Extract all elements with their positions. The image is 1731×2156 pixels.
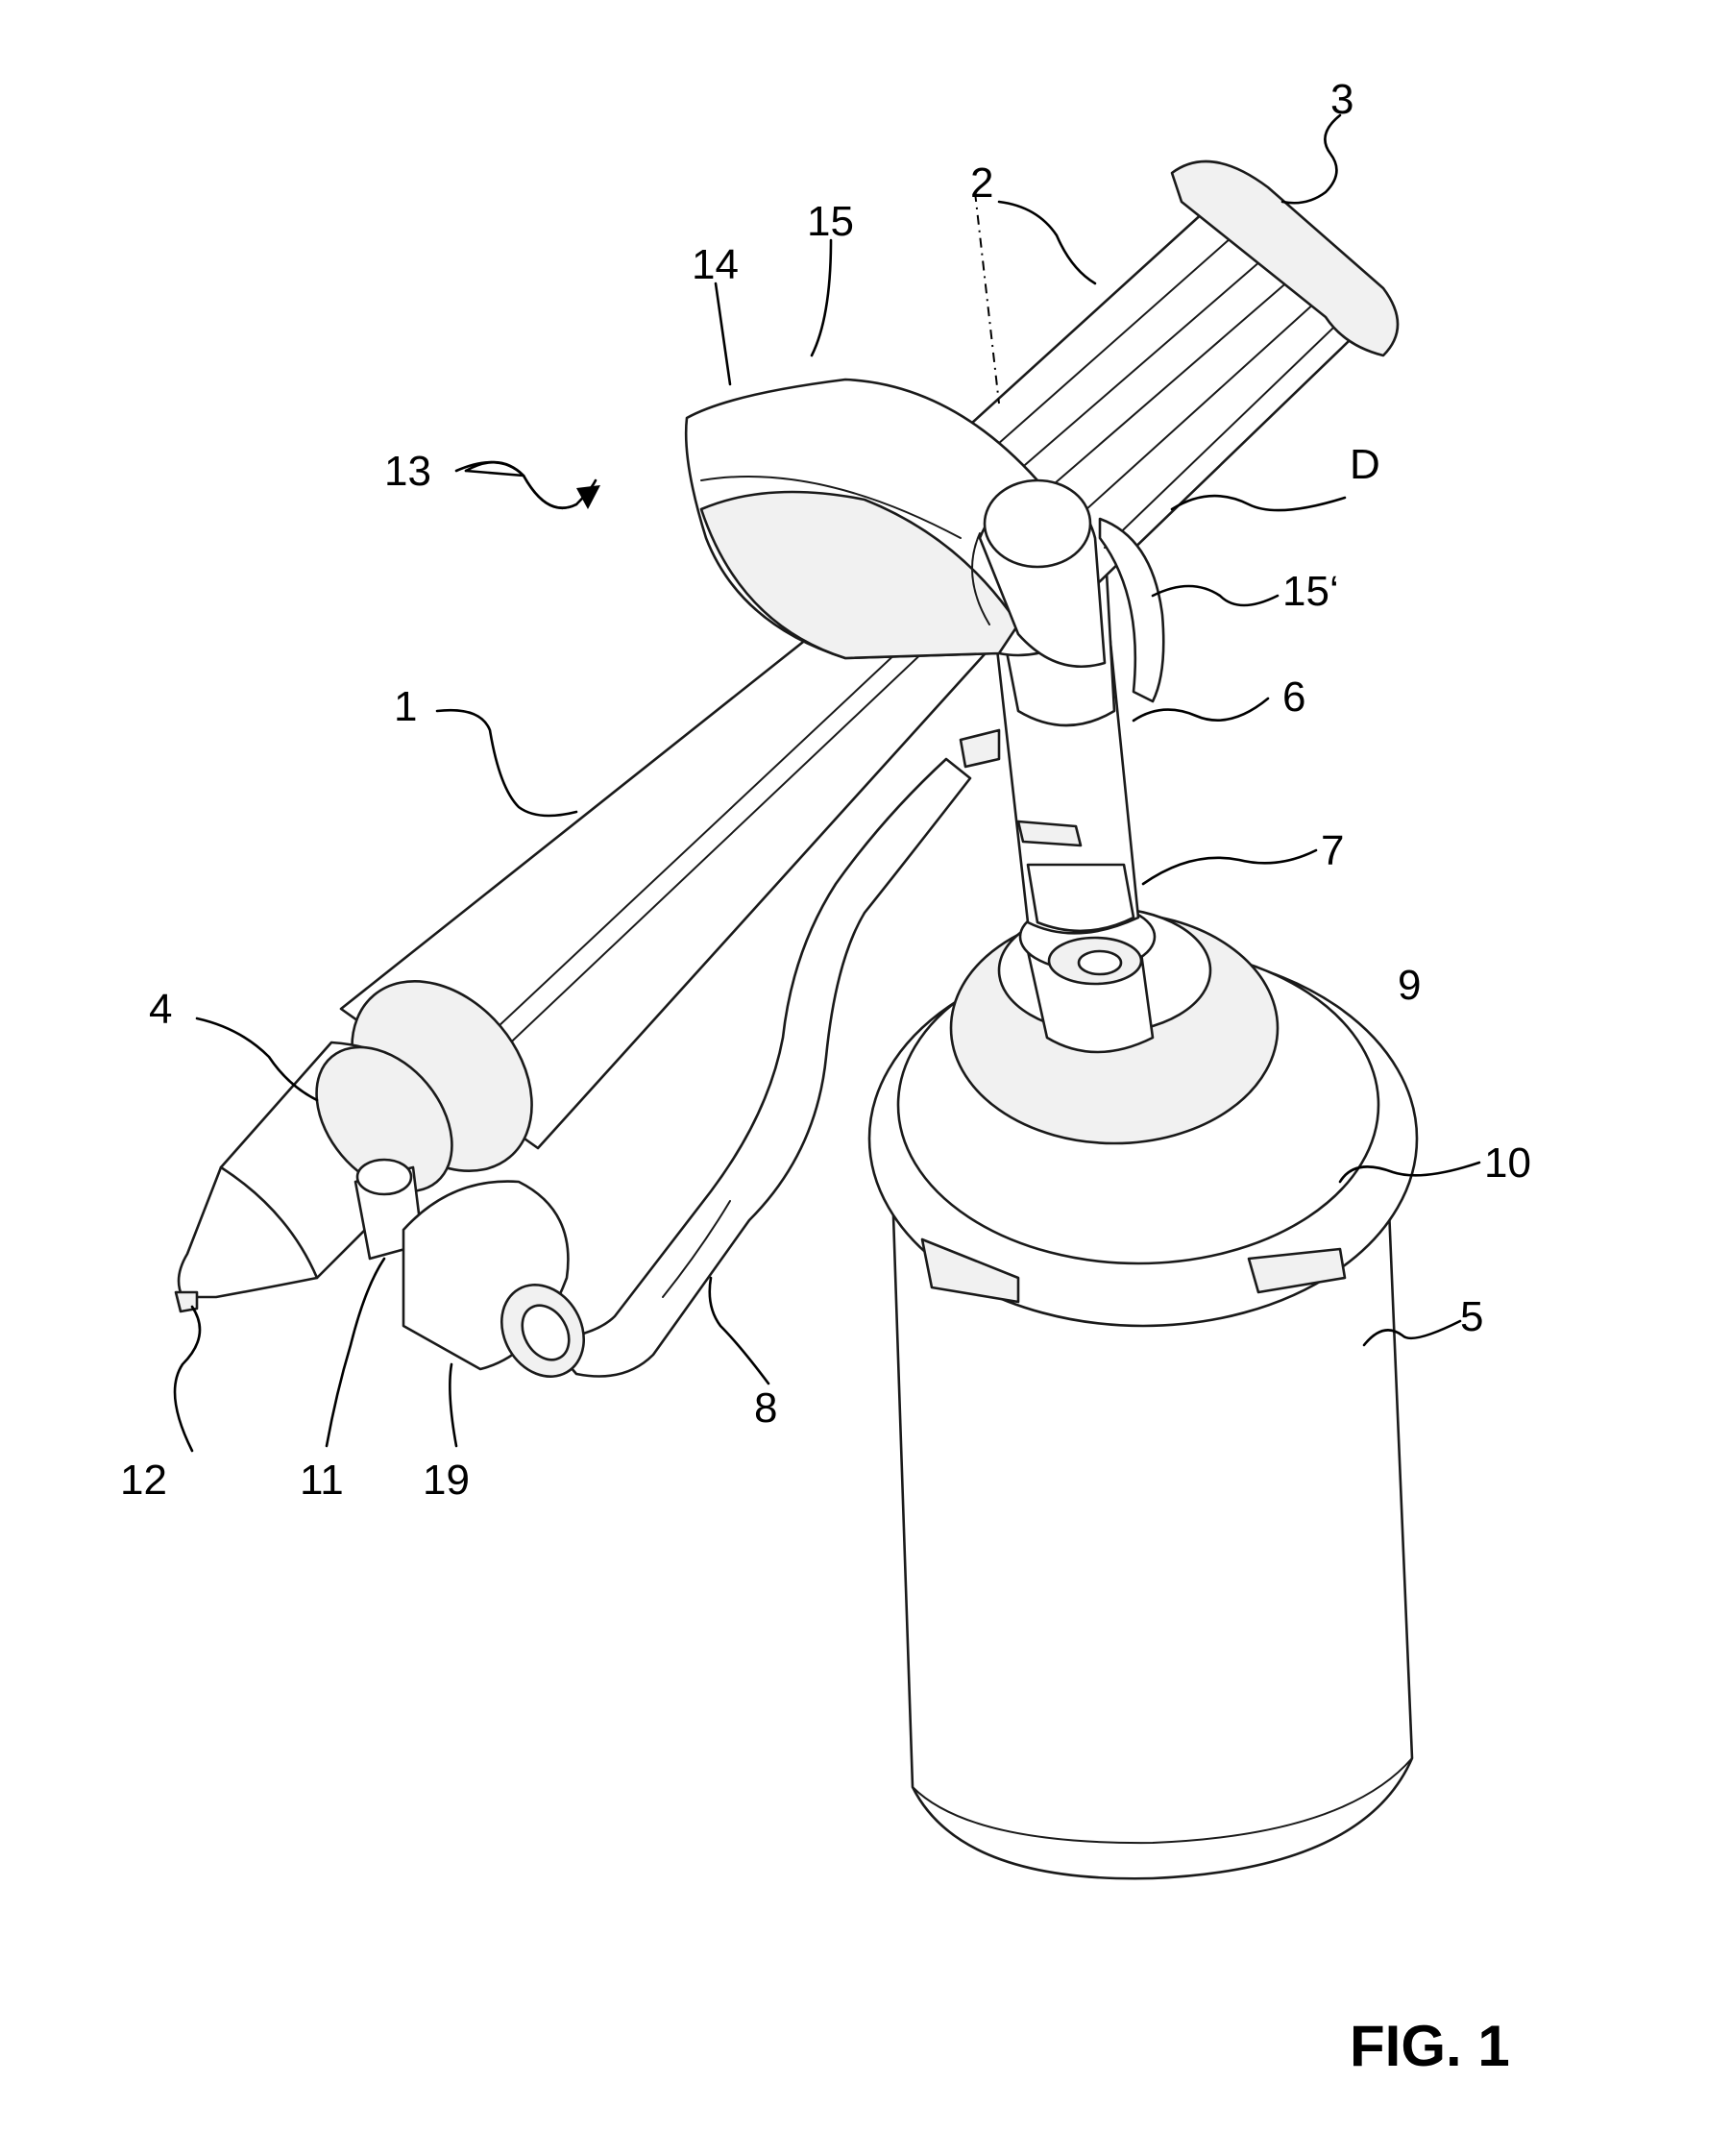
label-13: 13 <box>384 448 431 495</box>
label-14: 14 <box>692 241 739 288</box>
label-D: D <box>1350 441 1380 488</box>
label-1: 1 <box>394 683 417 730</box>
label-3: 3 <box>1330 76 1353 123</box>
label-2: 2 <box>970 159 993 207</box>
coupling-19 <box>403 1182 600 1392</box>
label-15: 15 <box>807 198 854 245</box>
axis-line <box>975 192 999 404</box>
label-11: 11 <box>300 1457 344 1504</box>
label-9: 9 <box>1398 962 1421 1009</box>
label-7: 7 <box>1321 827 1344 874</box>
label-15-prime: 15‘ <box>1282 568 1339 615</box>
label-8: 8 <box>754 1384 777 1432</box>
label-6: 6 <box>1282 674 1305 721</box>
label-5: 5 <box>1460 1293 1483 1340</box>
label-19: 19 <box>423 1457 470 1504</box>
label-4: 4 <box>149 986 172 1033</box>
label-10: 10 <box>1484 1139 1531 1187</box>
label-12: 12 <box>120 1457 167 1504</box>
figure-caption: FIG. 1 <box>1350 2014 1510 2078</box>
